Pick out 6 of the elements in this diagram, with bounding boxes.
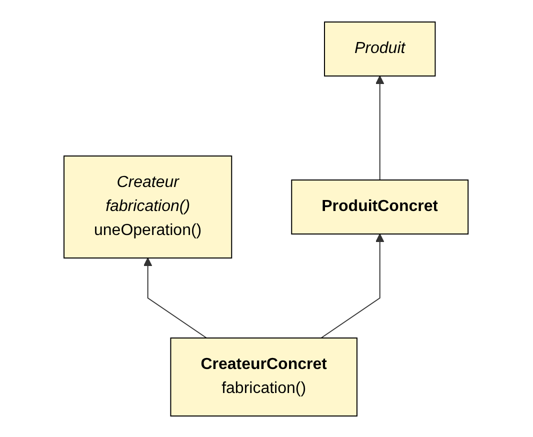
node-box: ProduitConcret: [292, 179, 470, 234]
arrow: [376, 75, 385, 180]
arrow: [144, 257, 208, 338]
node-box: CreateurConcret fabrication(): [170, 337, 358, 416]
node-box: Createur fabrication() uneOperation(): [64, 155, 233, 258]
arrow: [321, 233, 385, 338]
